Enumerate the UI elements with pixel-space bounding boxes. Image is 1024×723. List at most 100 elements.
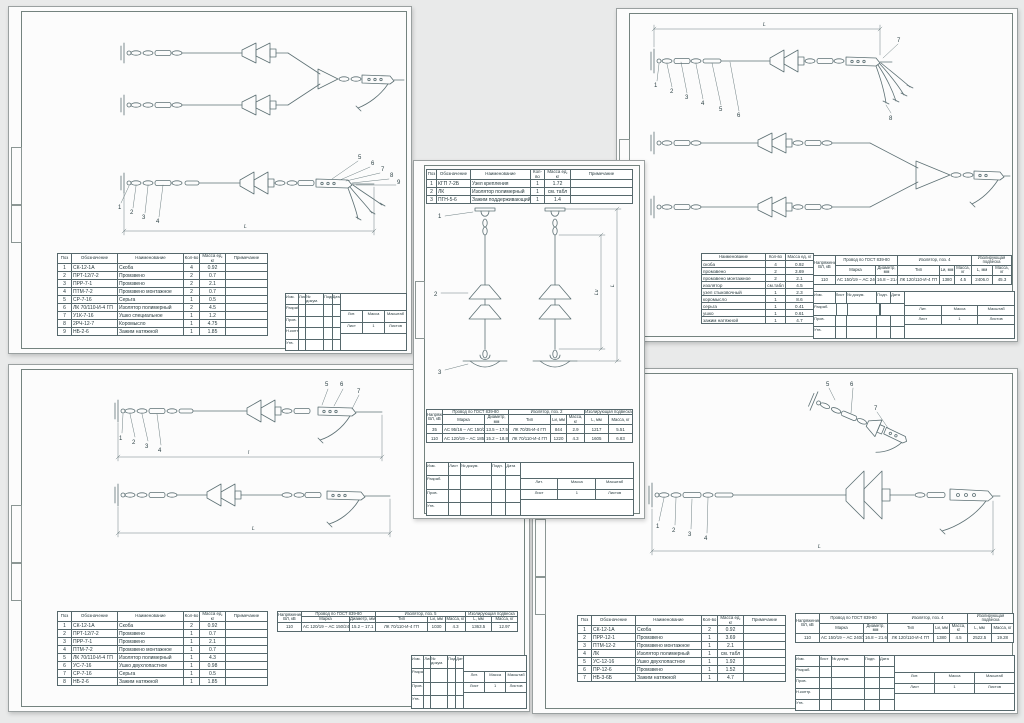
col-header: Наименование bbox=[635, 614, 702, 627]
tb-document-cell bbox=[895, 656, 1014, 673]
tb-cell bbox=[506, 490, 519, 502]
callout: 1 bbox=[119, 436, 123, 442]
col-header: Lи, мм bbox=[939, 264, 956, 276]
tb-cell bbox=[891, 316, 904, 327]
table-cell: 3 bbox=[577, 641, 592, 651]
table-cell: 4 bbox=[183, 263, 200, 273]
callout: 7 bbox=[897, 38, 901, 44]
tb-cell: Пров. bbox=[286, 316, 299, 328]
col-header: Обозначение bbox=[71, 610, 118, 623]
tb-cell bbox=[848, 303, 880, 315]
callout: 4 bbox=[704, 536, 708, 542]
table-cell: СР-7-16 bbox=[71, 669, 118, 679]
callouts: 5 6 7 1 2 3 4 bbox=[656, 382, 889, 542]
insulator-string-drawing: 1 2 3 4 5 6 7 8 L bbox=[650, 22, 1011, 219]
title-block-row: Пров. bbox=[796, 678, 895, 689]
table-cell: 15.2 – 17.1 bbox=[348, 621, 377, 632]
tb-cell bbox=[820, 678, 832, 688]
table-cell: 4.3 bbox=[445, 621, 467, 632]
callout: 2 bbox=[130, 210, 134, 216]
sheet-center: Поз Обозначение Наименование Кол-во Масс… bbox=[413, 160, 645, 519]
tb-cell: Лит. bbox=[464, 672, 486, 682]
col-header: Примечание bbox=[743, 614, 786, 627]
table-cell bbox=[225, 621, 268, 631]
table-cell: 1 bbox=[183, 645, 200, 655]
col-header: Примечание bbox=[225, 252, 268, 265]
callout: 9 bbox=[397, 180, 401, 186]
tb-cell bbox=[877, 315, 892, 327]
tb-cell bbox=[880, 678, 894, 688]
table-cell: 1.72 bbox=[544, 179, 571, 189]
callout: 7 bbox=[357, 389, 361, 395]
tb-cell: Подп. bbox=[492, 463, 507, 476]
table-cell: АС 150/19 – АС 240/39 bbox=[835, 274, 876, 285]
table-cell: 2.1 bbox=[199, 637, 226, 647]
col-header: Наименование bbox=[117, 610, 184, 623]
table-cell: 1363.5 bbox=[465, 621, 493, 632]
parameters-table: Напряжение ВЛ, кВ Провод по ГОСТ 839-80 … bbox=[426, 408, 634, 444]
table-header-row: Марка Диаметр, мм Тип Lи, мм Масса, кг L… bbox=[796, 622, 1015, 634]
table-cell: КГП 7-2Б bbox=[436, 179, 471, 189]
tb-document-cell bbox=[905, 292, 1014, 307]
tb-cell: Лист bbox=[905, 315, 942, 324]
callout: 2 bbox=[132, 440, 136, 446]
table-cell: 0.7 bbox=[199, 629, 226, 639]
table-cell: 1380 bbox=[933, 632, 951, 643]
table-cell: 5.51 bbox=[608, 424, 634, 435]
dimension-label: L bbox=[763, 22, 766, 28]
callout: 1 bbox=[118, 205, 122, 211]
col-header: Масса ед, кг bbox=[544, 168, 571, 181]
table-cell bbox=[743, 657, 786, 667]
table-cell: 8 bbox=[57, 677, 72, 687]
table-cell: 1.2 bbox=[199, 311, 226, 321]
tb-cell: Изм. bbox=[814, 292, 836, 303]
table-cell: Серьга bbox=[117, 295, 184, 305]
table-cell: Промзвено монтажное bbox=[635, 641, 702, 651]
col-header: Кол-во bbox=[765, 253, 786, 261]
tb-cell: Разраб. bbox=[286, 305, 299, 316]
tb-cell: Масштаб bbox=[507, 672, 525, 678]
tb-cell: Лист bbox=[895, 683, 936, 694]
table-cell: 7 bbox=[57, 669, 72, 679]
table-cell: Скоба bbox=[635, 625, 702, 635]
col-header: Марка bbox=[442, 414, 485, 426]
title-block-row: Н.контр. bbox=[796, 689, 895, 700]
table-cell: 2522.5 bbox=[967, 632, 993, 643]
table-cell: 1220 bbox=[550, 433, 568, 444]
table-cell: 2РЧ-12-7 bbox=[71, 319, 118, 329]
tb-cell: Лист bbox=[299, 294, 306, 305]
col-header: Масса, кг bbox=[992, 264, 1013, 276]
col-header: Поз bbox=[426, 168, 437, 181]
table-cell bbox=[225, 669, 268, 679]
tb-cell: Масштаб bbox=[987, 306, 1005, 312]
tension-string-assembly bbox=[648, 470, 1001, 535]
tb-cell bbox=[333, 328, 341, 338]
binding-strip bbox=[11, 563, 22, 601]
col-header: Напряжение ВЛ, кВ bbox=[813, 255, 836, 276]
table-header-row: Напряжение ВЛ, кВ Провод по ГОСТ 839-80 … bbox=[277, 610, 519, 623]
title-block-row: Разраб. bbox=[814, 303, 904, 316]
table-cell: 1 bbox=[701, 673, 718, 683]
table-header-row: Напряжение ВЛ, кВ Провод по ГОСТ 839-80 … bbox=[813, 255, 1013, 276]
table-cell: 0.41 bbox=[785, 302, 814, 310]
tb-cell: Утв. bbox=[286, 339, 299, 351]
col-header: Тип bbox=[508, 414, 552, 426]
table-cell: серьга bbox=[701, 302, 766, 310]
table-cell: СК-12-1А bbox=[591, 625, 636, 635]
table-cell: 0.92 bbox=[717, 625, 744, 635]
table-cell: 4.5 bbox=[785, 281, 814, 289]
table-cell: 0.98 bbox=[199, 661, 226, 671]
binding-strip bbox=[11, 505, 22, 563]
